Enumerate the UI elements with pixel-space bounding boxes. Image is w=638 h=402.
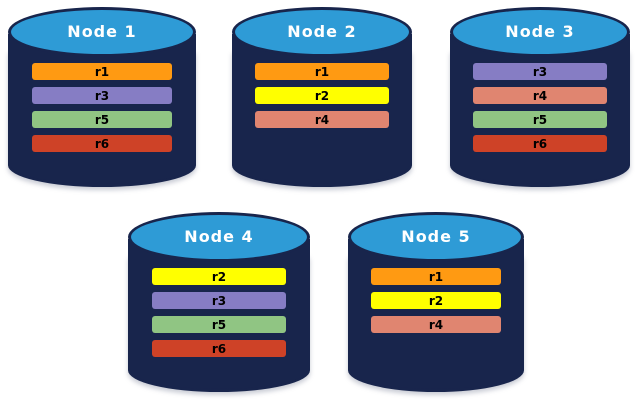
record-label: r1: [314, 64, 330, 79]
record-label: r2: [314, 88, 330, 103]
record-label: r4: [314, 112, 330, 127]
node-title: Node 1: [67, 22, 137, 41]
record-bar-r5[interactable]: r5: [473, 111, 607, 128]
database-node-4[interactable]: Node 4 r2 r3 r5 r6: [128, 212, 310, 392]
record-bar-r1[interactable]: r1: [32, 63, 172, 80]
record-bar-r3[interactable]: r3: [151, 292, 287, 309]
record-label: r4: [428, 317, 444, 332]
record-label: r5: [211, 317, 227, 332]
record-label: r3: [211, 293, 227, 308]
node-title: Node 4: [184, 227, 254, 246]
record-bar-r1[interactable]: r1: [255, 63, 389, 80]
record-bar-r6[interactable]: r6: [151, 340, 287, 357]
record-label: r3: [94, 88, 110, 103]
record-label: r6: [211, 341, 227, 356]
record-bar-r5[interactable]: r5: [151, 316, 287, 333]
record-bar-r4[interactable]: r4: [370, 316, 502, 333]
record-bar-r4[interactable]: r4: [255, 111, 389, 128]
record-bar-r5[interactable]: r5: [32, 111, 172, 128]
record-list: r1 r2 r4: [232, 63, 412, 128]
node-title: Node 3: [505, 22, 575, 41]
database-node-5[interactable]: Node 5 r1 r2 r4: [348, 212, 524, 392]
record-list: r1 r2 r4: [348, 268, 524, 333]
record-bar-r1[interactable]: r1: [370, 268, 502, 285]
record-bar-r2[interactable]: r2: [370, 292, 502, 309]
record-bar-r2[interactable]: r2: [151, 268, 287, 285]
record-bar-r6[interactable]: r6: [32, 135, 172, 152]
record-label: r5: [532, 112, 548, 127]
record-label: r6: [532, 136, 548, 151]
record-label: r2: [211, 269, 227, 284]
cylinder-body-icon: [348, 237, 524, 392]
database-node-1[interactable]: Node 1 r1 r3 r5 r6: [8, 7, 196, 187]
record-list: r3 r4 r5 r6: [450, 63, 630, 152]
record-bar-r3[interactable]: r3: [32, 87, 172, 104]
record-bar-r2[interactable]: r2: [255, 87, 389, 104]
cylinder-top-icon: Node 5: [348, 212, 524, 262]
record-list: r2 r3 r5 r6: [128, 268, 310, 357]
cylinder-top-icon: Node 4: [128, 212, 310, 262]
cylinder-top-icon: Node 2: [232, 7, 412, 57]
record-label: r1: [94, 64, 110, 79]
cylinder-top-icon: Node 3: [450, 7, 630, 57]
record-label: r3: [532, 64, 548, 79]
record-bar-r3[interactable]: r3: [473, 63, 607, 80]
record-label: r6: [94, 136, 110, 151]
cylinder-body-icon: [128, 237, 310, 392]
node-title: Node 5: [401, 227, 471, 246]
record-bar-r4[interactable]: r4: [473, 87, 607, 104]
record-label: r5: [94, 112, 110, 127]
record-label: r1: [428, 269, 444, 284]
record-list: r1 r3 r5 r6: [8, 63, 196, 152]
cylinder-top-icon: Node 1: [8, 7, 196, 57]
node-title: Node 2: [287, 22, 357, 41]
record-label: r2: [428, 293, 444, 308]
database-node-3[interactable]: Node 3 r3 r4 r5 r6: [450, 7, 630, 187]
database-node-2[interactable]: Node 2 r1 r2 r4: [232, 7, 412, 187]
record-bar-r6[interactable]: r6: [473, 135, 607, 152]
record-label: r4: [532, 88, 548, 103]
